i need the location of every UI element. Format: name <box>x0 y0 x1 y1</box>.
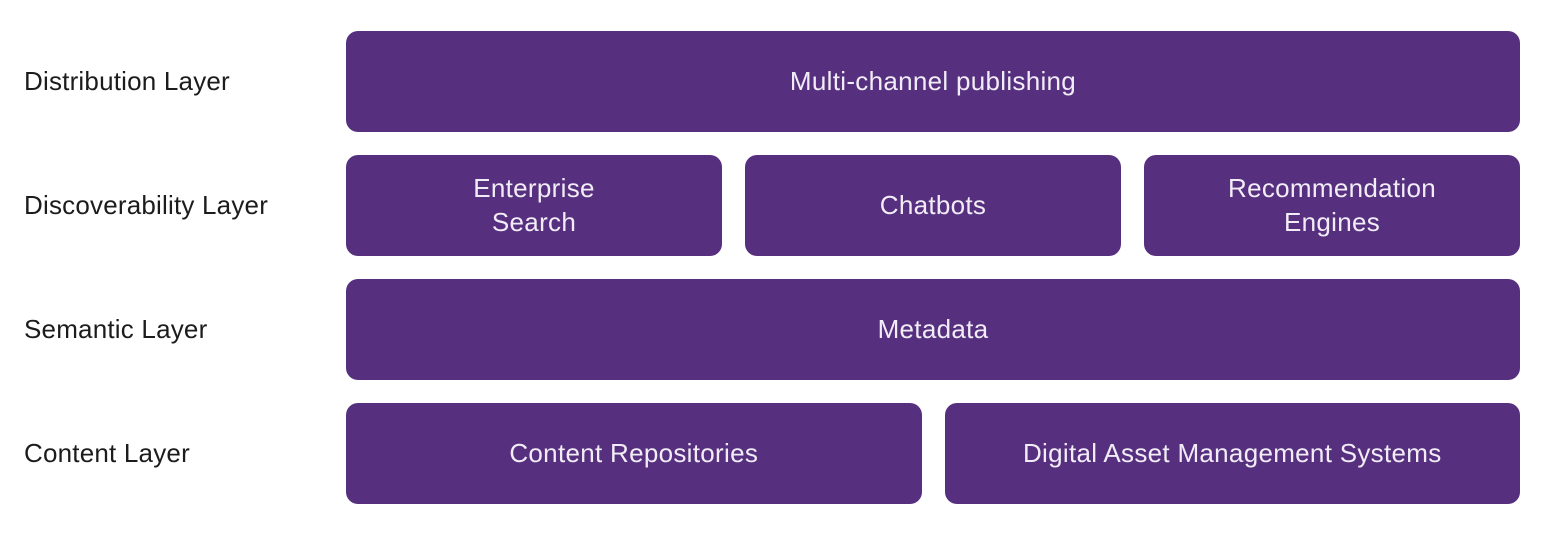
component-box-enterprise-search: Enterprise Search <box>346 155 722 256</box>
component-box-digital-asset-management-systems: Digital Asset Management Systems <box>944 403 1520 504</box>
component-box-label: Metadata <box>877 313 989 344</box>
component-box-label: Enterprise Search <box>473 172 595 237</box>
component-box-label: Multi-channel publishing <box>789 65 1077 96</box>
layer-label-discoverability: Discoverability Layer <box>24 190 269 220</box>
distribution-boxes: Multi-channel publishing <box>346 31 1520 132</box>
content-boxes: Content Repositories Digital Asset Manag… <box>346 403 1520 504</box>
component-box-metadata: Metadata <box>346 279 1520 380</box>
component-box-content-repositories: Content Repositories <box>346 403 922 504</box>
component-box-multi-channel-publishing: Multi-channel publishing <box>346 31 1520 132</box>
layer-row-distribution: Distribution Layer Multi-channel publish… <box>0 31 1520 132</box>
component-box-label: Chatbots <box>879 189 987 220</box>
component-box-chatbots: Chatbots <box>745 155 1121 256</box>
component-box-label: Content Repositories <box>509 437 759 468</box>
layer-row-content: Content Layer Content Repositories Digit… <box>0 403 1520 504</box>
component-box-label: Recommendation Engines <box>1228 172 1436 237</box>
layer-row-discoverability: Discoverability Layer Enterprise Search … <box>0 155 1520 256</box>
semantic-boxes: Metadata <box>346 279 1520 380</box>
layer-row-semantic: Semantic Layer Metadata <box>0 279 1520 380</box>
component-box-recommendation-engines: Recommendation Engines <box>1144 155 1520 256</box>
component-box-label: Digital Asset Management Systems <box>1022 437 1442 468</box>
layer-label-distribution: Distribution Layer <box>24 66 230 96</box>
discoverability-boxes: Enterprise Search Chatbots Recommendatio… <box>346 155 1520 256</box>
layer-label-content: Content Layer <box>24 438 190 468</box>
layer-label-semantic: Semantic Layer <box>24 314 208 344</box>
